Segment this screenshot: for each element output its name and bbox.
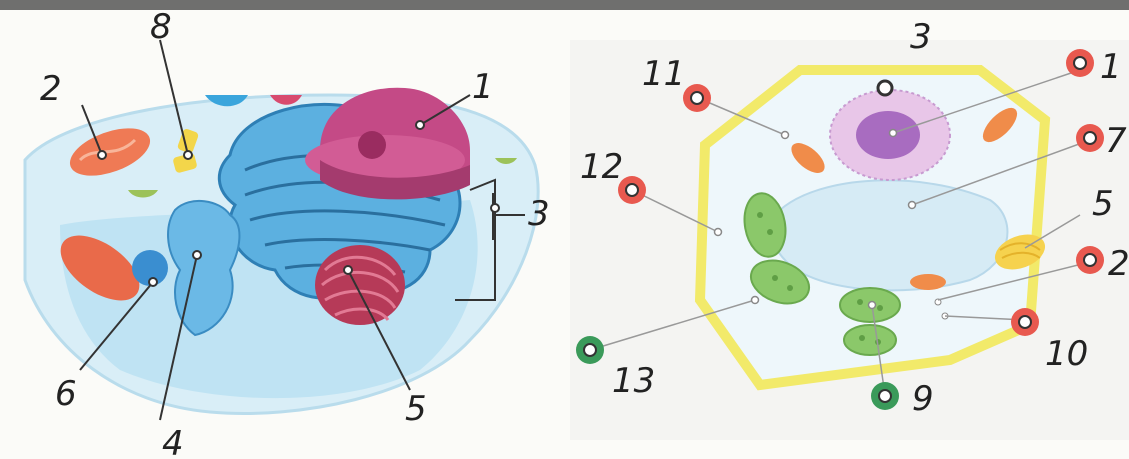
marker-13 (576, 336, 604, 364)
right-label-5: 5 (1092, 184, 1114, 224)
marker-2 (1076, 246, 1104, 274)
left-label-8: 8 (150, 7, 172, 47)
left-label-2: 2 (40, 69, 62, 109)
vacuole (773, 180, 1007, 290)
animal-cell: 1 2 3 4 5 6 8 (25, 7, 550, 459)
right-label-11: 11 (642, 54, 685, 94)
golgi-apparatus (315, 245, 405, 325)
right-label-1: 1 (1100, 47, 1122, 87)
marker-9 (871, 382, 899, 410)
marker-10 (1011, 308, 1039, 336)
right-label-2: 2 (1108, 244, 1129, 284)
right-label-3: 3 (910, 17, 932, 57)
marker-11 (683, 84, 711, 112)
right-label-13: 13 (612, 361, 655, 401)
left-label-3: 3 (528, 194, 550, 234)
right-label-9: 9 (912, 379, 934, 419)
right-label-12: 12 (580, 147, 623, 187)
right-label-10: 10 (1045, 334, 1088, 374)
marker-3 (878, 81, 892, 95)
left-label-5: 5 (405, 389, 427, 429)
right-label-7: 7 (1105, 121, 1127, 161)
plant-mitochondrion-lower (910, 274, 946, 290)
marker-7 (1076, 124, 1104, 152)
left-label-6: 6 (55, 374, 77, 414)
marker-1 (1066, 49, 1094, 77)
left-label-1: 1 (472, 67, 494, 107)
left-label-4: 4 (162, 424, 184, 459)
